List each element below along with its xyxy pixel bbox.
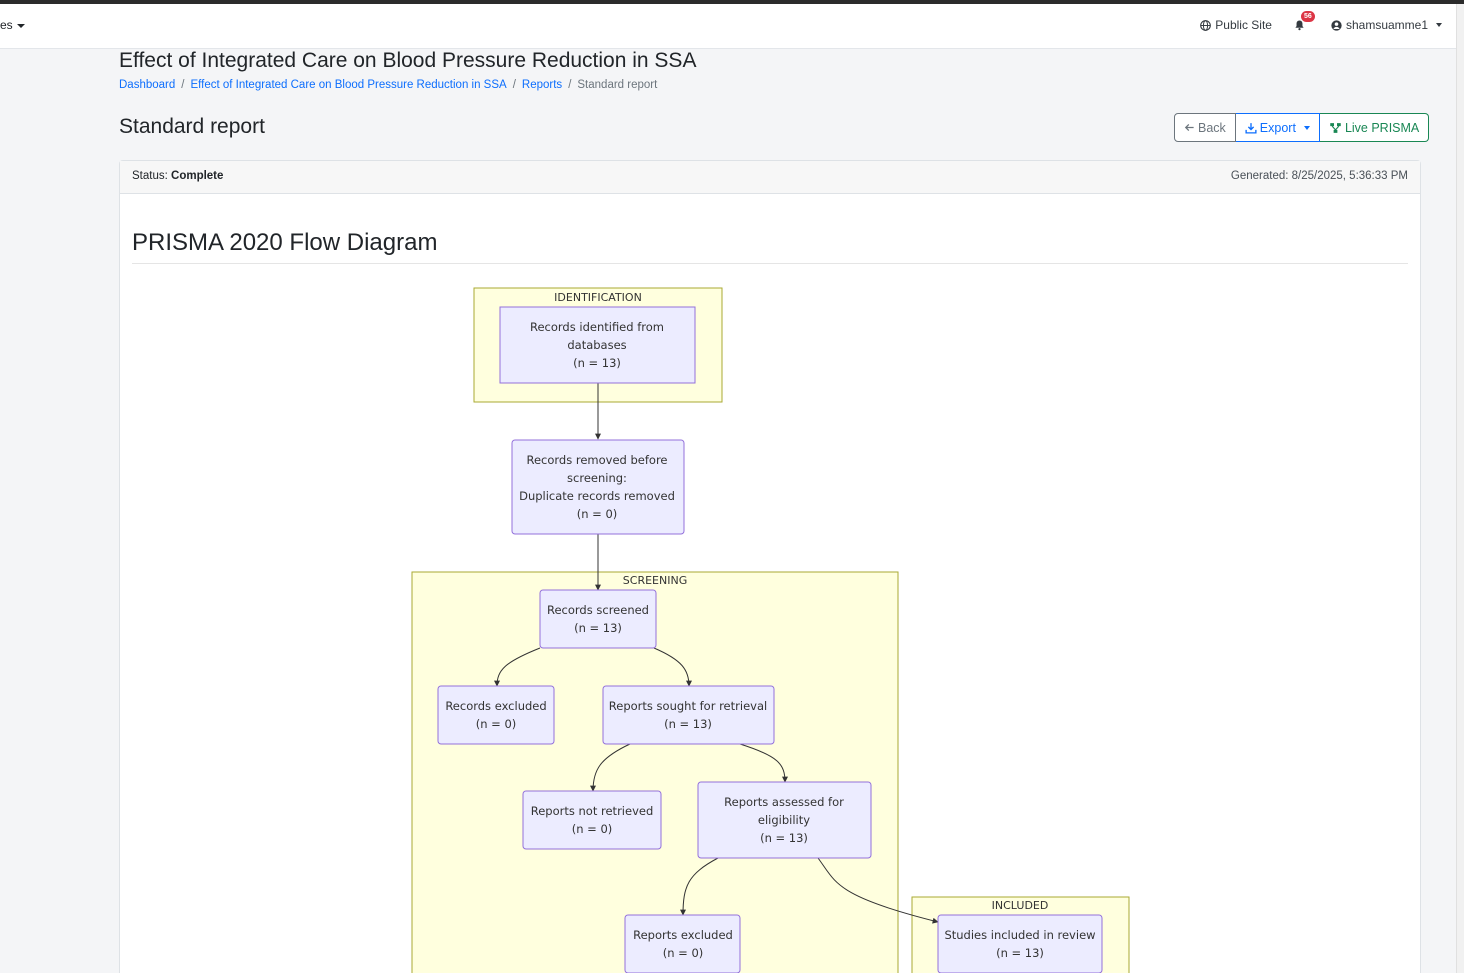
report-actions: Back Export Live PRISMA [1174, 113, 1430, 142]
breadcrumb-separator: / [568, 79, 572, 91]
breadcrumb-dashboard[interactable]: Dashboard [119, 79, 176, 91]
generated-timestamp: Generated: 8/25/2025, 5:36:33 PM [1230, 170, 1408, 182]
title-divider [132, 263, 1408, 264]
public-site-label: Public Site [1215, 18, 1272, 32]
user-menu[interactable]: shamsuamme1 [1331, 18, 1442, 32]
back-button[interactable]: Back [1174, 113, 1236, 142]
prisma-diagram-title: PRISMA 2020 Flow Diagram [132, 229, 438, 256]
report-card: Status: Complete Generated: 8/25/2025, 5… [119, 160, 1421, 973]
breadcrumb-reports[interactable]: Reports [521, 79, 563, 91]
report-card-header: Status: Complete Generated: 8/25/2025, 5… [120, 161, 1420, 194]
notifications-button[interactable]: 56 [1294, 11, 1315, 31]
nav-dropdown-label: es [0, 18, 13, 32]
caret-down-icon [1303, 125, 1310, 130]
status-label: Status: [132, 170, 168, 182]
report-status: Status: Complete [132, 170, 223, 182]
page-scrollbar[interactable] [1456, 4, 1464, 973]
breadcrumb-current: Standard report [577, 79, 658, 91]
page-title: Effect of Integrated Care on Blood Press… [119, 49, 697, 72]
bell-icon [1295, 20, 1304, 31]
status-value: Complete [171, 170, 224, 182]
user-circle-icon [1331, 19, 1342, 31]
public-site-link[interactable]: Public Site [1200, 18, 1272, 32]
nav-dropdown[interactable]: es [0, 18, 25, 32]
globe-icon [1200, 19, 1212, 31]
notification-count-badge: 56 [1300, 11, 1315, 22]
caret-down-icon [16, 23, 25, 28]
diagram-icon [1330, 122, 1341, 133]
username-label: shamsuamme1 [1345, 18, 1428, 32]
nav-right-menu: Public Site 56 shamsuamme1 [1178, 11, 1442, 32]
caret-down-icon [1436, 23, 1442, 27]
export-dropdown-button[interactable]: Export [1235, 113, 1320, 142]
export-button-label: Export [1259, 120, 1296, 135]
live-prisma-button[interactable]: Live PRISMA [1319, 113, 1430, 142]
breadcrumb-project[interactable]: Effect of Integrated Care on Blood Press… [190, 79, 507, 91]
top-navbar: es Public Site 56 shamsuamme1 [0, 4, 1456, 49]
window-top-strip [0, 0, 1464, 4]
back-button-label: Back [1198, 120, 1226, 135]
arrow-left-icon [1184, 123, 1194, 132]
breadcrumb: Dashboard / Effect of Integrated Care on… [119, 79, 657, 91]
download-icon [1245, 122, 1257, 134]
breadcrumb-separator: / [181, 79, 185, 91]
section-title: Standard report [119, 115, 265, 138]
breadcrumb-separator: / [512, 79, 516, 91]
live-prisma-label: Live PRISMA [1344, 120, 1420, 135]
